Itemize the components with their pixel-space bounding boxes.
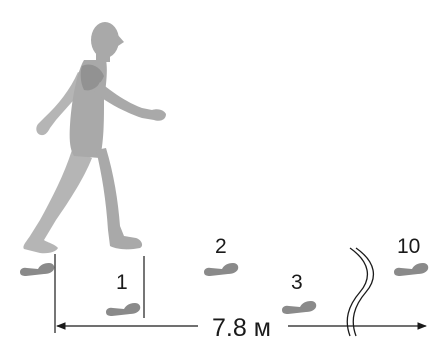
step-label-2: 2 [215, 235, 227, 258]
distance-label: 7.8 м [212, 314, 271, 342]
footprint-start-icon [20, 263, 55, 276]
footprint-2-icon [204, 263, 239, 276]
footprint-3-icon [282, 301, 317, 314]
step-label-1: 1 [116, 271, 128, 294]
walking-person-icon [23, 22, 166, 254]
step-label-3: 3 [291, 271, 303, 294]
footprint-10-icon [394, 263, 429, 276]
step-label-10: 10 [397, 235, 420, 258]
axis-break-icon [346, 247, 375, 337]
footprint-1-icon [106, 303, 141, 316]
